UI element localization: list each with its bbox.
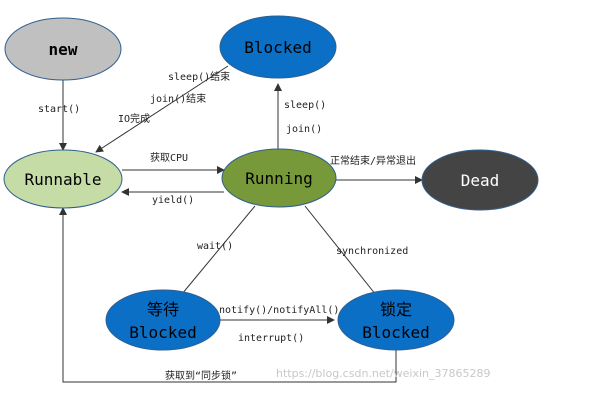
state-dead-shape [421, 149, 539, 211]
label-sleep: sleep() [284, 100, 326, 111]
state-wait-blocked-shape [105, 289, 221, 351]
state-wait-blocked-line1: 等待 [147, 300, 179, 319]
state-lock-blocked-line2: Blocked [362, 323, 429, 342]
state-new-label: new [49, 40, 78, 59]
state-new-shape [4, 17, 122, 81]
label-wait: wait() [197, 241, 233, 252]
label-synchronized: synchronized [336, 246, 408, 257]
edge-blocked-to-runnable [95, 65, 229, 153]
label-yield: yield() [152, 195, 194, 206]
state-runnable-label: Runnable [24, 170, 101, 189]
state-dead: Dead [421, 149, 539, 211]
state-blocked-label: Blocked [244, 38, 311, 57]
state-blocked: Blocked [219, 15, 337, 79]
state-dead-label: Dead [461, 171, 500, 190]
state-wait-blocked: 等待 Blocked [105, 289, 221, 351]
state-running-shape [221, 148, 337, 208]
edge-running-to-lock-blocked [304, 205, 381, 301]
label-sleep-end: sleep()结束 [168, 70, 230, 83]
watermark-text: https://blog.csdn.net/weixin_37865289 [276, 367, 491, 380]
label-join-end: join()结束 [150, 92, 206, 105]
label-interrupt: interrupt() [238, 333, 304, 344]
label-get-lock: 获取到“同步锁” [165, 369, 237, 382]
transition-edges [59, 65, 423, 383]
state-wait-blocked-line2: Blocked [129, 323, 196, 342]
state-running-label: Running [245, 169, 312, 188]
state-runnable-shape [3, 149, 123, 209]
edge-lock-blocked-to-runnable [59, 207, 397, 383]
state-lock-blocked-shape [337, 289, 455, 351]
state-new: new [4, 17, 122, 81]
label-io-done: IO完成 [118, 112, 150, 125]
state-lock-blocked: 锁定 Blocked [337, 289, 455, 351]
label-get-cpu: 获取CPU [150, 152, 188, 164]
label-join: join() [286, 124, 322, 135]
label-start: start() [38, 104, 80, 115]
label-normal-exit: 正常结束/异常退出 [330, 154, 416, 167]
state-running: Running [221, 148, 337, 208]
state-runnable: Runnable [3, 149, 123, 209]
transition-labels: start() sleep()结束 join()结束 IO完成 获取CPU yi… [38, 70, 416, 382]
edge-running-to-wait-blocked [176, 205, 256, 301]
state-blocked-shape [219, 15, 337, 79]
state-lock-blocked-line1: 锁定 [380, 300, 412, 319]
label-notify: notify()/notifyAll() [219, 305, 339, 316]
